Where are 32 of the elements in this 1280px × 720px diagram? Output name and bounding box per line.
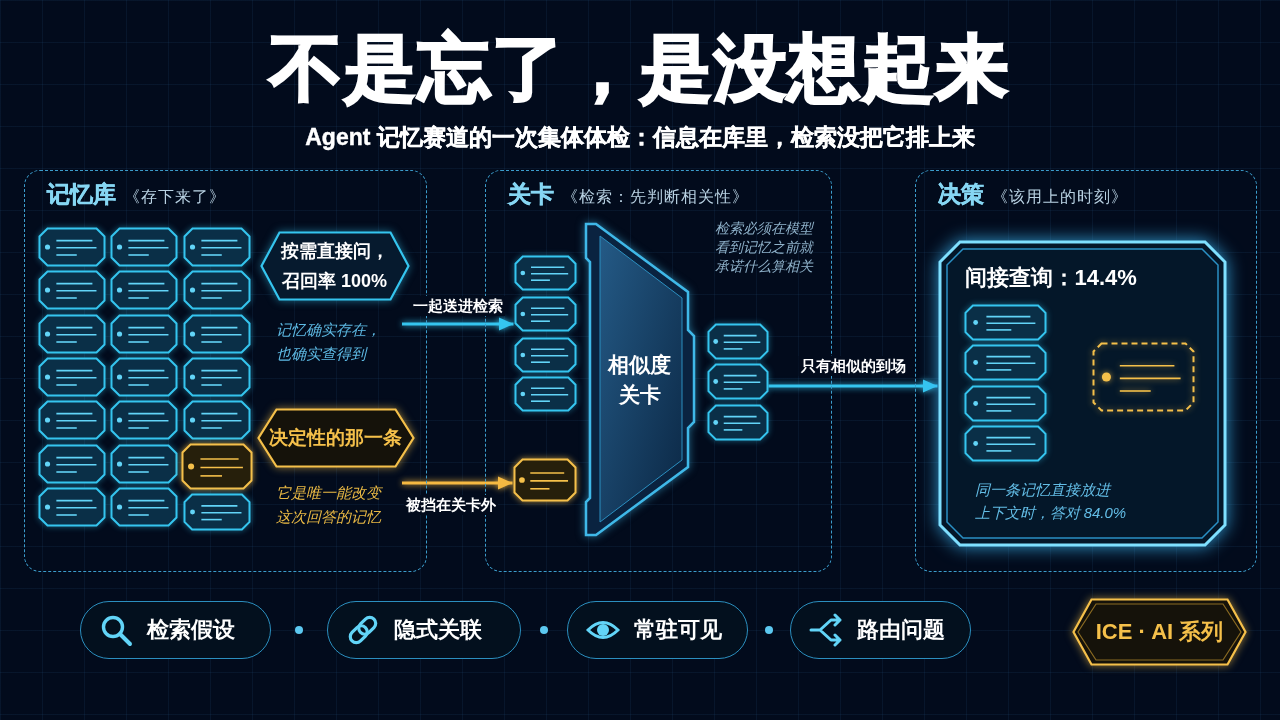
- edge-label: 一起送进检索: [411, 296, 505, 316]
- arrow: [402, 476, 513, 490]
- note-text: 检索必须在模型看到记忆之前就承诺什么算相关: [714, 218, 815, 276]
- glowing-box: [937, 239, 1227, 547]
- panel-subtitle: 《存下来了》: [124, 187, 226, 207]
- callout-text: 按需直接问，召回率 100%: [279, 239, 390, 293]
- panel-heading: 关卡: [508, 180, 554, 209]
- panel-heading: 记忆库: [47, 180, 116, 209]
- edge-label: 只有相似的到场: [798, 356, 908, 376]
- note-card-icon: [706, 362, 769, 400]
- panel-heading: 决策: [938, 180, 984, 209]
- arrow: [402, 317, 514, 331]
- dashed-panel: [915, 170, 1257, 572]
- topic-text: 隐式关联: [394, 616, 482, 644]
- callout-text: 决定性的那一条: [269, 425, 402, 450]
- topic-text: 检索假设: [147, 616, 235, 644]
- note-card-icon: [512, 457, 577, 502]
- topic-text: 常驻可见: [634, 616, 722, 644]
- note-card-icon: [513, 295, 577, 332]
- note-text: 它是唯一能改变这次回答的记忆: [275, 482, 384, 527]
- edge-label: 被挡在关卡外: [404, 495, 498, 515]
- hexagon-badge: ICE · AI 系列: [1072, 598, 1247, 666]
- subtitle: Agent 记忆赛道的一次集体体检：信息在库里，检索没把它排上来: [305, 123, 975, 152]
- arrow: [768, 379, 938, 393]
- note-text: 记忆确实存在，也确实查得到: [275, 319, 382, 364]
- result-note: 同一条记忆直接放进上下文时，答对 84.0%: [974, 479, 1127, 523]
- title: 不是忘了，是没想起来: [270, 27, 1010, 110]
- funnel-gate: 相似度关卡: [583, 221, 696, 537]
- panel-subtitle: 《该用上的时刻》: [992, 187, 1128, 207]
- topic-text: 路由问题: [857, 616, 945, 644]
- panel-subtitle: 《检索：先判断相关性》: [562, 187, 749, 207]
- result-heading: 间接查询：14.4%: [964, 263, 1137, 292]
